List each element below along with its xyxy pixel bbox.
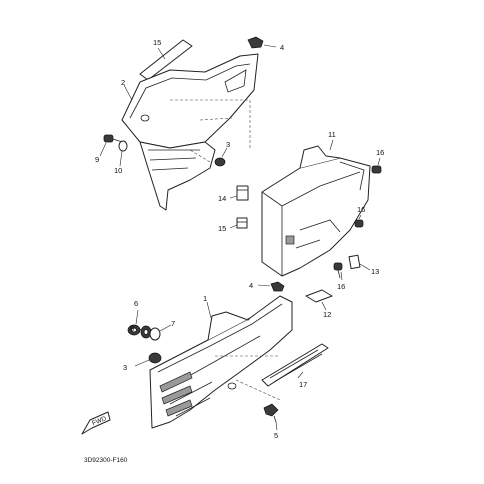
callout-18: 15 <box>153 38 161 47</box>
callout-12: 12 <box>323 310 331 319</box>
washer-part-10 <box>118 140 128 167</box>
damper-part-14 <box>229 185 249 201</box>
side-cover-part-2 <box>121 53 259 211</box>
callout-4-lower: 4 <box>249 281 253 290</box>
callout-10: 10 <box>114 166 122 175</box>
washer-part-8 <box>139 325 152 339</box>
callout-4-top: 4 <box>280 43 284 52</box>
callout-13: 13 <box>371 267 379 276</box>
bolt-part-16-a <box>371 157 382 174</box>
fwd-arrow-icon: FWD <box>81 411 111 435</box>
callout-16-c: 16 <box>337 282 345 291</box>
grommet-part-3-lower <box>134 352 162 367</box>
callout-6: 6 <box>134 299 138 308</box>
callout-5: 5 <box>274 431 278 440</box>
collar-part-7 <box>149 324 172 341</box>
callout-17: 17 <box>299 380 307 389</box>
emblem-part-17 <box>261 343 329 387</box>
callout-16-b: 16 <box>357 205 365 214</box>
grommet-part-4-lower <box>257 281 285 292</box>
callout-2: 2 <box>121 78 125 87</box>
callout-3-lower: 3 <box>123 363 127 372</box>
nut-part-6 <box>127 309 141 336</box>
grommet-part-4-top <box>247 36 277 49</box>
plate-part-12 <box>305 289 333 311</box>
damper-part-13 <box>348 254 371 271</box>
callout-14: 14 <box>218 194 226 203</box>
bolt-part-16-b <box>354 214 364 228</box>
callout-3-top: 3 <box>226 140 230 149</box>
damper-part-15 <box>229 217 248 229</box>
sticker-part-18 <box>139 39 193 81</box>
callout-1: 1 <box>203 294 207 303</box>
callout-7: 7 <box>171 319 175 328</box>
callout-8: 8 <box>130 324 134 333</box>
callout-15: 15 <box>218 224 226 233</box>
callout-9: 9 <box>95 155 99 164</box>
battery-box-part-11 <box>261 139 371 277</box>
bolt-part-16-c <box>333 262 343 281</box>
diagram-code: 3D92300-F160 <box>84 457 128 464</box>
grommet-part-3-top <box>189 147 228 167</box>
svg-text:FWD: FWD <box>91 415 108 427</box>
side-cover-part-1 <box>149 295 293 429</box>
callout-11: 11 <box>328 130 336 139</box>
bolt-part-5 <box>263 403 279 431</box>
callout-16-a: 16 <box>376 148 384 157</box>
